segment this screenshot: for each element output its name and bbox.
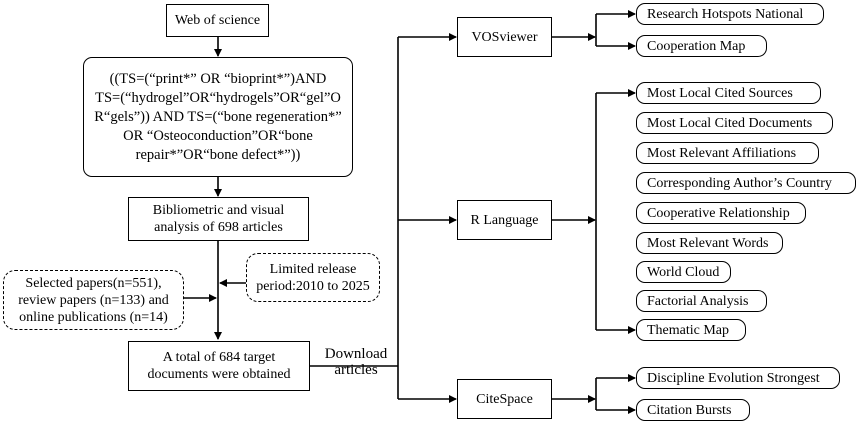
output-research-hotspots: Research Hotspots National xyxy=(636,3,824,25)
output-thematic-map: Thematic Map xyxy=(636,319,746,341)
analysis-box: Bibliometric and visual analysis of 698 … xyxy=(128,197,309,241)
download-label: Download articles xyxy=(324,346,388,378)
output-relevant-affiliations: Most Relevant Affiliations xyxy=(636,142,819,164)
output-relevant-words: Most Relevant Words xyxy=(636,232,783,254)
target-documents-box: A total of 684 target documents were obt… xyxy=(128,341,310,391)
output-local-cited-documents: Most Local Cited Documents xyxy=(636,112,833,134)
output-discipline-evolution: Discipline Evolution Strongest xyxy=(636,367,840,389)
source-box: Web of science xyxy=(166,4,269,37)
output-world-cloud: World Cloud xyxy=(636,261,731,283)
output-factorial-analysis: Factorial Analysis xyxy=(636,290,767,312)
time-limit-box: Limited release period:2010 to 2025 xyxy=(246,253,380,302)
output-cooperation-map: Cooperation Map xyxy=(636,35,767,57)
tool-r-language: R Language xyxy=(457,200,552,240)
output-citation-bursts: Citation Bursts xyxy=(636,399,750,421)
output-cooperative-relationship: Cooperative Relationship xyxy=(636,202,806,224)
tool-citespace: CiteSpace xyxy=(457,379,552,419)
output-local-cited-sources: Most Local Cited Sources xyxy=(636,82,821,104)
excluded-papers-box: Selected papers(n=551), review papers (n… xyxy=(3,270,184,330)
tool-vosviewer: VOSviewer xyxy=(457,17,552,57)
search-query-box: ((TS=(“print*” OR “bioprint*”)AND TS=(“h… xyxy=(83,57,353,177)
output-author-country: Corresponding Author’s Country xyxy=(636,172,856,194)
